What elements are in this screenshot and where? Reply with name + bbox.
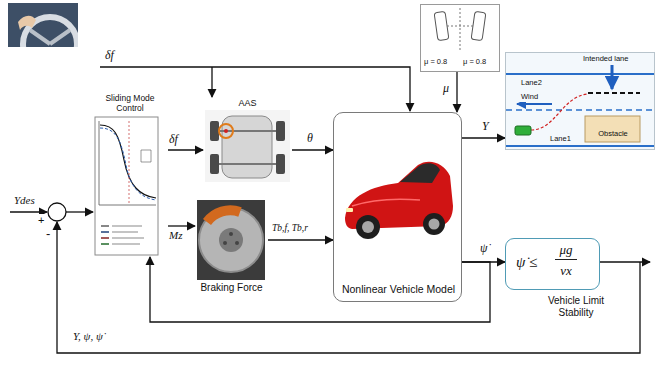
output-wire xyxy=(600,261,650,262)
road-ground xyxy=(505,52,655,150)
node-text: Lane2 xyxy=(520,79,543,88)
brake-caliper xyxy=(207,210,240,222)
car-wheel xyxy=(423,213,445,235)
wheel xyxy=(276,154,285,174)
plot-legend-line xyxy=(101,238,109,239)
reference-wire xyxy=(10,211,47,212)
signal-label: Mz xyxy=(168,229,183,242)
node-text: Intended lane xyxy=(582,55,629,64)
stability-limit-block: ψ̇ ≤μgvxVehicle Limit Stability xyxy=(505,238,600,290)
feedback-signal: Y, ψ, ψ̇ xyxy=(72,330,104,343)
vehicle-model-block: Nonlinear Vehicle Model xyxy=(333,112,462,302)
car-headlight xyxy=(346,208,353,212)
signal-label: δf xyxy=(168,133,179,147)
node-text: μg xyxy=(555,243,576,260)
node-text: Sliding Mode Control xyxy=(95,94,165,114)
node-text: Obstacle xyxy=(597,130,629,139)
chassis-picture xyxy=(205,110,290,182)
active-suspension-block: AAS xyxy=(203,98,292,184)
junction-sign: - xyxy=(45,227,51,242)
plot-legend-line xyxy=(101,244,109,245)
node-text: Vehicle Limit Stability xyxy=(544,295,608,318)
node-text: AAS xyxy=(238,98,256,108)
reference-signal: Ydes xyxy=(13,194,36,207)
signal-label: Tb,f, Tb,r xyxy=(271,223,309,234)
control-plot xyxy=(95,117,158,255)
steering-signal: δf xyxy=(104,49,115,63)
lane-boundary xyxy=(506,74,654,146)
node-text: Nonlinear Vehicle Model xyxy=(342,283,455,295)
actuator-dot xyxy=(224,129,228,133)
plot-curve xyxy=(100,128,156,200)
plot-marker xyxy=(129,121,130,205)
car-highlight xyxy=(352,199,420,206)
friction-panel: μ = 0.8 μ = 0.8 xyxy=(420,4,500,72)
car-rim xyxy=(429,219,440,230)
controller-block: Sliding Mode Control xyxy=(92,94,168,257)
summing-junction xyxy=(48,203,66,221)
node-text: ψ̇ ≤ xyxy=(516,254,537,271)
axle xyxy=(213,131,281,164)
signal-label: θ xyxy=(306,132,314,146)
steering-branch-wire xyxy=(211,67,212,97)
signal-connector xyxy=(168,225,195,226)
tyre-outline xyxy=(434,11,449,40)
signal-connector xyxy=(268,239,333,240)
brake-disc xyxy=(199,208,263,272)
lane-divider xyxy=(506,109,654,111)
signal-label: Y xyxy=(481,120,490,134)
wheel xyxy=(210,154,219,174)
lane-change-scene: Intended laneLane2WindLane1 Obstacle xyxy=(505,52,655,150)
plot-curve xyxy=(100,125,156,198)
signal-connector xyxy=(462,137,505,138)
node-text: Braking Force xyxy=(200,282,262,294)
tyre-outline xyxy=(471,11,486,40)
signal-label: ψ̇ xyxy=(479,242,488,256)
steering-spoke xyxy=(30,30,70,44)
car-wheel xyxy=(356,215,380,239)
feedback-wire xyxy=(57,222,640,353)
target-marker xyxy=(588,92,640,94)
brake-photo xyxy=(197,200,265,280)
obstacle-block xyxy=(585,116,640,142)
axle-centerline xyxy=(447,8,473,50)
node-text: μ = 0.8 xyxy=(424,58,447,67)
wheel xyxy=(276,121,285,141)
junction-sign: + xyxy=(37,214,45,227)
car-window xyxy=(400,163,440,183)
plot-zoom-box xyxy=(141,150,151,162)
wheel-bolt xyxy=(223,241,227,245)
wheel-bolt xyxy=(229,232,233,236)
ego-car xyxy=(515,126,531,135)
signal-label: μ xyxy=(442,82,450,96)
intended-lane-arrow xyxy=(611,65,614,89)
driver-hand xyxy=(18,16,36,30)
wheel-bolt xyxy=(235,241,239,245)
signal-connector xyxy=(292,149,333,150)
actuator-mark xyxy=(219,124,233,138)
signal-connector xyxy=(456,72,457,112)
braking-block: Braking Force xyxy=(195,198,268,298)
node-text: Lane1 xyxy=(549,135,572,144)
lane-change-path xyxy=(531,94,588,130)
plot-legend-line xyxy=(101,232,109,233)
node-text: Wind xyxy=(520,93,539,102)
plot-legend-entries xyxy=(112,226,144,244)
brake-hub xyxy=(219,228,243,252)
error-wire xyxy=(66,211,93,212)
plot-legend-lines xyxy=(101,226,109,244)
signal-connector xyxy=(168,149,203,150)
plot-axes xyxy=(99,121,156,205)
car-rim xyxy=(362,221,374,233)
wind-arrow xyxy=(517,103,552,105)
signal-connector xyxy=(150,257,490,322)
node-text: μ = 0.8 xyxy=(463,58,486,67)
steering-wire xyxy=(100,67,410,111)
node-text: vx xyxy=(560,264,572,279)
wheel xyxy=(210,121,219,141)
